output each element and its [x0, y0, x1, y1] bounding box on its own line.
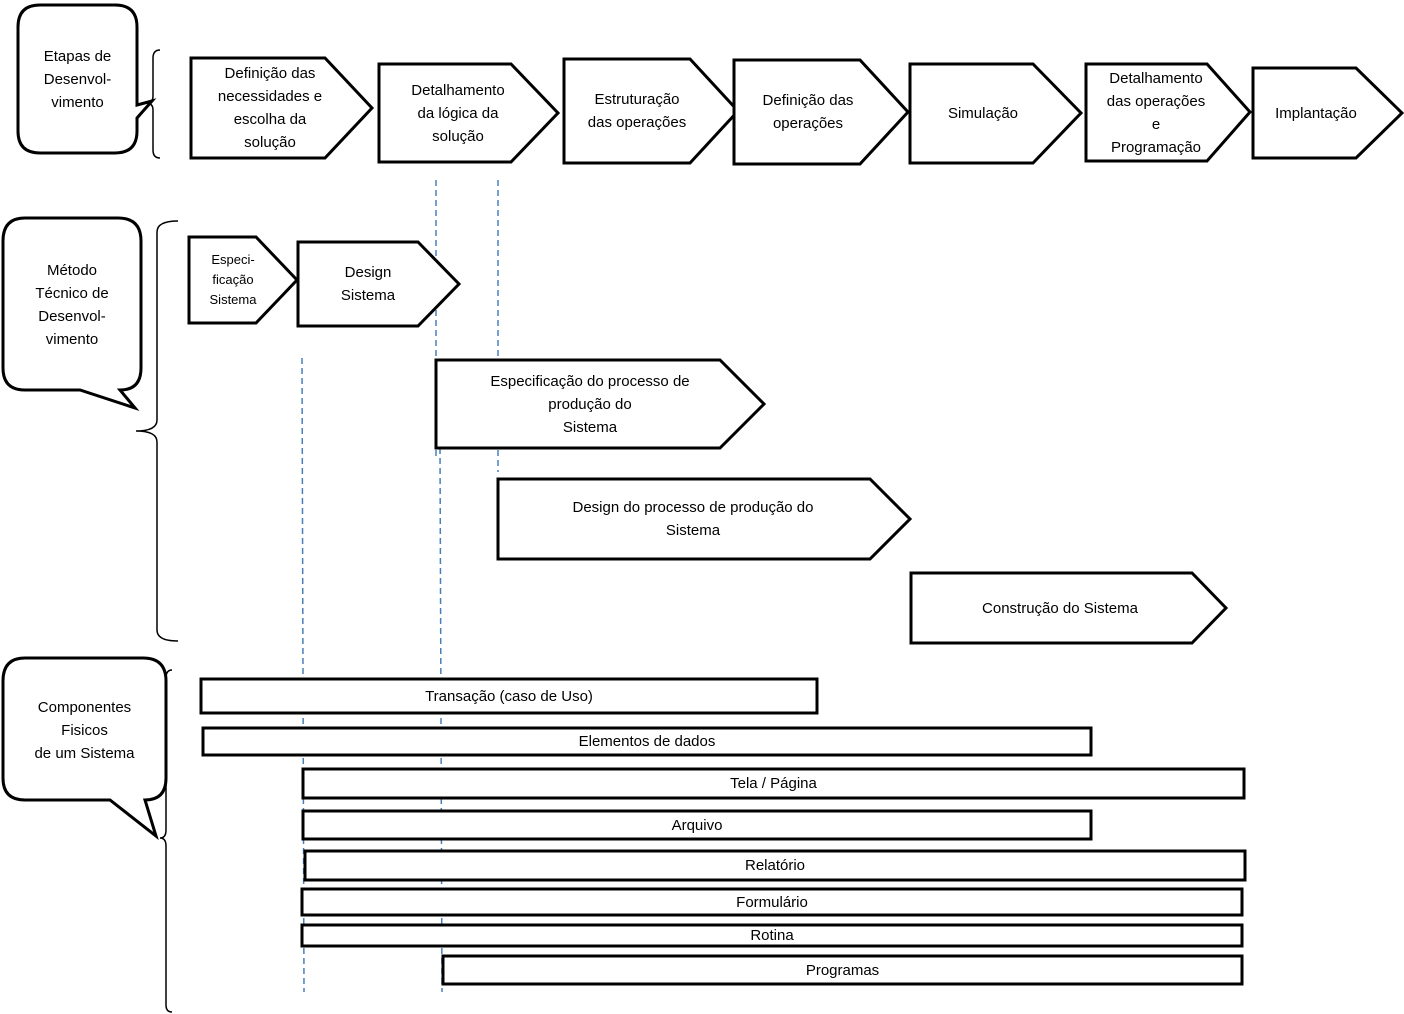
component-bar: [303, 849, 1247, 882]
bubble-method: [1, 216, 143, 412]
method-chevron: [296, 240, 462, 328]
stage-chevron: [1251, 66, 1404, 160]
brace-components: [159, 669, 173, 1013]
stage-chevron: [908, 62, 1084, 165]
method-chevron: [496, 477, 913, 561]
stage-chevron: [732, 58, 911, 166]
component-bar: [441, 954, 1244, 986]
bubble-components: [1, 656, 168, 841]
stage-chevron: [377, 62, 561, 164]
method-chevron: [909, 571, 1229, 645]
stage-chevron: [562, 57, 741, 165]
guide-line: [301, 357, 305, 993]
component-bar: [301, 767, 1246, 800]
component-bar: [199, 677, 819, 715]
component-bar: [300, 887, 1244, 917]
method-chevron: [434, 358, 767, 450]
component-bar: [300, 923, 1244, 948]
bubble-stages: [16, 3, 157, 155]
brace-method: [135, 220, 179, 642]
component-bar: [201, 726, 1093, 757]
component-bar: [301, 809, 1093, 841]
stage-chevron: [1084, 62, 1253, 163]
brace-stages: [145, 49, 161, 159]
stage-chevron: [189, 56, 375, 160]
method-chevron: [187, 235, 300, 325]
